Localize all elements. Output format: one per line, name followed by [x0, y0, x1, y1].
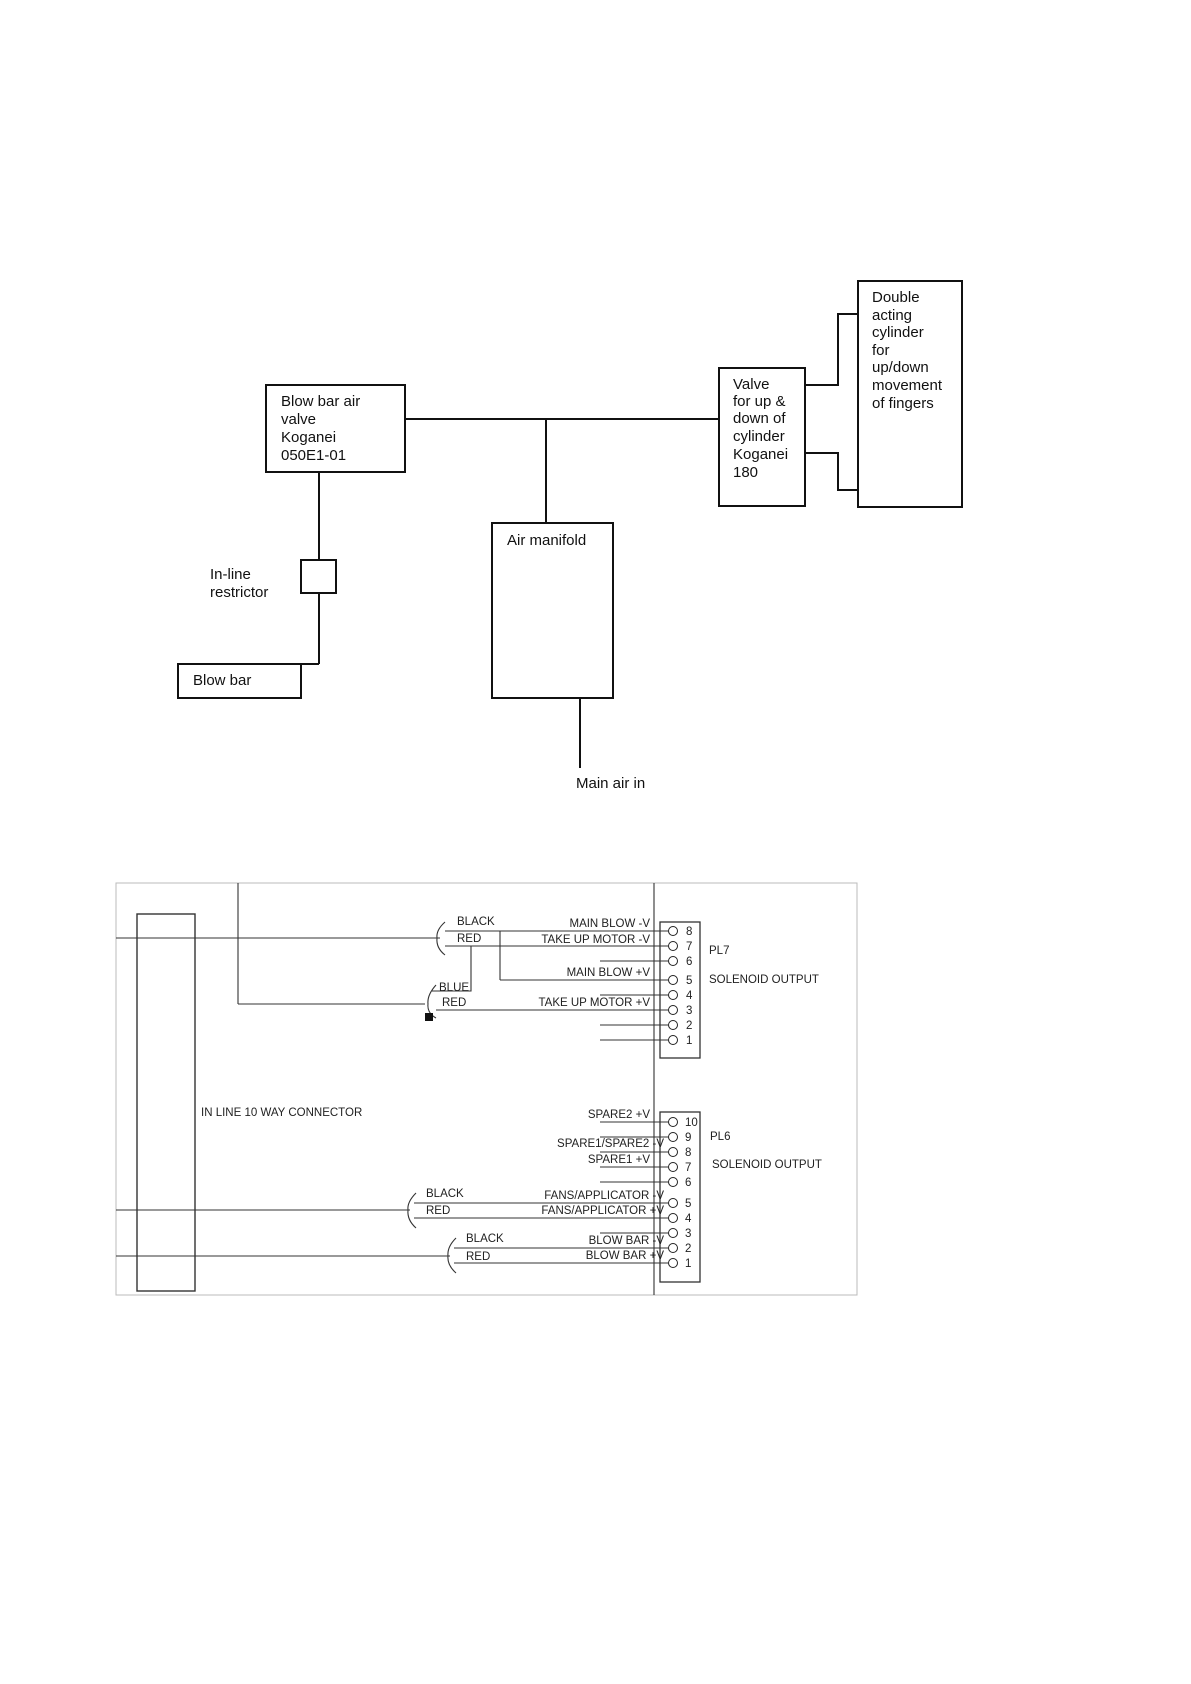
- pl7-pin-label-1: 1: [686, 1035, 692, 1047]
- pl7-pin-4: [668, 990, 678, 1000]
- pl7-wire-blue-link: [432, 946, 472, 992]
- blow-bar-box: [177, 663, 302, 699]
- pl7-pin-label-8: 8: [686, 926, 692, 938]
- pl7-pin-label-4: 4: [686, 990, 693, 1002]
- pl7-wire-black-label: BLACK: [457, 916, 495, 928]
- pl6-signal-fans-neg: FANS/APPLICATOR -V: [544, 1190, 664, 1202]
- pneumatic-diagram: Blow bar air valve Koganei 050E1-01 Valv…: [177, 280, 963, 792]
- pl7-pin-1: [668, 1035, 678, 1045]
- air-line-cylinder-upper: [805, 313, 858, 386]
- pl6-pin-label-3: 3: [685, 1228, 691, 1240]
- pl6-name: PL6: [710, 1131, 730, 1143]
- pl7-wire-red1-label: RED: [457, 933, 481, 945]
- pl6-pin-label-2: 2: [685, 1243, 691, 1255]
- air-manifold-label: Air manifold: [507, 532, 586, 549]
- pl6-pin-label-7: 7: [685, 1162, 691, 1174]
- pl6-pin-label-5: 5: [685, 1198, 691, 1210]
- pl7-pins: 8 7 6 5 4 3 2 1: [668, 926, 693, 1047]
- inline-restrictor-label: In-line restrictor: [210, 566, 268, 601]
- double-acting-cylinder-label: Double acting cylinder for up/down movem…: [872, 289, 946, 412]
- blow-bar-label: Blow bar: [193, 672, 251, 689]
- pl6-pin-3: [668, 1228, 678, 1238]
- pl6-pins: 10 9 8 7 6 5 4 3 2 1: [668, 1117, 698, 1270]
- pl6-signal-spare1-spare2-neg: SPARE1/SPARE2 -V: [557, 1138, 664, 1150]
- pl7-pin-label-7: 7: [686, 941, 692, 953]
- inline-restrictor-box: [300, 559, 337, 594]
- pl6-wire-red1-label: RED: [426, 1205, 450, 1217]
- pl7-pin-3: [668, 1005, 678, 1015]
- pl7-wire-blue-label: BLUE: [439, 982, 469, 994]
- pl6-wire-black1-label: BLACK: [426, 1188, 464, 1200]
- pl7-pin-label-2: 2: [686, 1020, 692, 1032]
- pl6-description: SOLENOID OUTPUT: [712, 1159, 822, 1171]
- air-line-cylinder-lower: [805, 452, 858, 491]
- pl6-pin-9: [668, 1132, 678, 1142]
- pl6-signal-fans-pos: FANS/APPLICATOR +V: [541, 1205, 664, 1217]
- pl6-pin-label-4: 4: [685, 1213, 692, 1225]
- air-manifold-box: [491, 522, 614, 699]
- pl6-pin-label-6: 6: [685, 1177, 691, 1189]
- pl6-wire-bracket-blowbar: [447, 1237, 457, 1274]
- pl6-signal-blow-bar-pos: BLOW BAR +V: [586, 1250, 665, 1262]
- pl7-wire-red2-label: RED: [442, 997, 466, 1009]
- pl6-pin-5: [668, 1198, 678, 1208]
- pl7-connector-body: [659, 921, 701, 1059]
- pl6-connector-body: [659, 1111, 701, 1283]
- pl7-terminal-marker: [425, 1013, 433, 1021]
- pl6-pin-6: [668, 1177, 678, 1187]
- pl7-wire-bracket-top: [436, 921, 446, 956]
- blow-bar-air-valve-label: Blow bar air valve Koganei 050E1-01: [281, 393, 364, 464]
- pl6-pin-7: [668, 1162, 678, 1172]
- pl6-pin-10: [668, 1117, 678, 1127]
- blow-bar-air-valve-box: [265, 384, 406, 473]
- pl6-signal-spare2-pos: SPARE2 +V: [588, 1109, 650, 1121]
- pl7-signal-take-up-neg: TAKE UP MOTOR -V: [541, 934, 650, 946]
- pl6-wire-black2-label: BLACK: [466, 1233, 504, 1245]
- pl6-pin-label-10: 10: [685, 1117, 698, 1129]
- valve-up-down-box: [718, 367, 806, 507]
- pl7-pin-label-5: 5: [686, 975, 692, 987]
- pl7-pin-8: [668, 926, 678, 936]
- pl6-pin-8: [668, 1147, 678, 1157]
- double-acting-cylinder-box: [857, 280, 963, 508]
- pl7-pin-5: [668, 975, 678, 985]
- inline-connector-body: [136, 913, 196, 1292]
- pl6-wire-red2-label: RED: [466, 1251, 490, 1263]
- main-air-in-label: Main air in: [576, 775, 645, 792]
- pl7-signal-take-up-pos: TAKE UP MOTOR +V: [538, 997, 650, 1009]
- pl7-pin-7: [668, 941, 678, 951]
- pl7-pin-2: [668, 1020, 678, 1030]
- pl6-pin-4: [668, 1213, 678, 1223]
- pl6-signal-spare1-pos: SPARE1 +V: [588, 1154, 650, 1166]
- pl6-signal-blow-bar-neg: BLOW BAR -V: [589, 1235, 665, 1247]
- valve-up-down-label: Valve for up & down of cylinder Koganei …: [733, 376, 792, 481]
- inline-connector-label: IN LINE 10 WAY CONNECTOR: [201, 1107, 362, 1119]
- wiring-diagram: IN LINE 10 WAY CONNECTOR 8 7 6 5 4 3 2 1…: [115, 882, 858, 1296]
- pl7-name: PL7: [709, 945, 729, 957]
- pl6-pin-2: [668, 1243, 678, 1253]
- pl7-signal-main-blow-neg: MAIN BLOW -V: [569, 918, 650, 930]
- pl6-pin-label-8: 8: [685, 1147, 691, 1159]
- pl6-pin-label-1: 1: [685, 1258, 691, 1270]
- pl7-pin-label-3: 3: [686, 1005, 692, 1017]
- wiring-frame: [115, 882, 858, 1296]
- pl7-pin-label-6: 6: [686, 956, 692, 968]
- pl6-wire-bracket-fans: [407, 1192, 417, 1229]
- pl6-pin-1: [668, 1258, 678, 1268]
- pl6-pin-label-9: 9: [685, 1132, 691, 1144]
- pl7-signal-main-blow-pos: MAIN BLOW +V: [567, 967, 651, 979]
- pl7-description: SOLENOID OUTPUT: [709, 974, 819, 986]
- pl7-pin-6: [668, 956, 678, 966]
